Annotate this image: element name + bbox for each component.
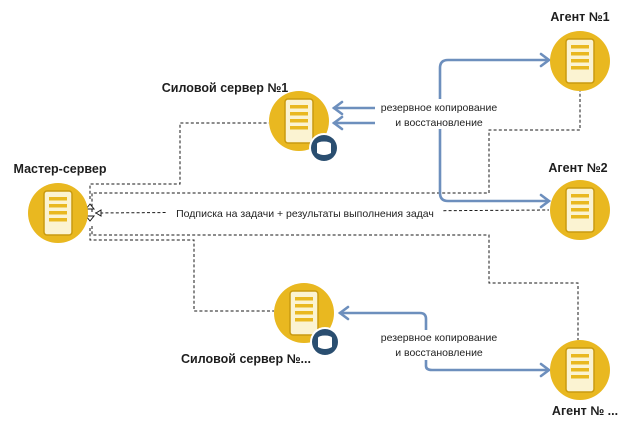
node-agent2: Агент №2 [548, 161, 610, 240]
server-icon [284, 98, 314, 144]
edge-master-power2 [89, 228, 274, 312]
database-icon [310, 327, 340, 357]
server-icon [289, 290, 319, 336]
flow-backup-bottom-head2 [539, 362, 552, 378]
flow-backup-top-head2 [331, 115, 344, 131]
label-bg-subscription [166, 206, 442, 220]
flow-backup-bottom-head1 [337, 305, 350, 321]
master-label: Мастер-сервер [14, 162, 107, 176]
server-icon [43, 190, 73, 236]
flow-backup-bottom-top [338, 311, 428, 332]
database-icon [309, 133, 339, 163]
node-master: Мастер-сервер [14, 162, 107, 243]
flow-agent1-head [539, 52, 552, 68]
label-bg-top [375, 99, 503, 129]
connector-arrowheads [84, 203, 102, 222]
backup-top-line1: резервное копирование [381, 102, 498, 114]
agent1-label: Агент №1 [550, 10, 609, 24]
label-bg-bottom [374, 330, 504, 360]
edge-master-agent3 [91, 226, 579, 340]
blue-flows [331, 52, 552, 378]
edge-master-agent1 [91, 90, 581, 212]
node-power2: Силовой сервер №... [181, 283, 340, 366]
power2-label: Силовой сервер №... [181, 352, 311, 366]
node-power1: Силовой сервер №1 [162, 81, 339, 163]
backup-bottom-line1: резервное копирование [381, 332, 498, 344]
agent3-label: Агент № ... [552, 404, 618, 418]
subscription-label: Подписка на задачи + результаты выполнен… [176, 208, 434, 220]
edge-master-power1 [89, 122, 269, 199]
flow-backup-top-head1 [331, 100, 344, 116]
edge-labels: резервное копирование и восстановление П… [166, 99, 504, 360]
arrowhead-subscription-left [95, 209, 102, 217]
arrowhead-down [84, 215, 96, 222]
flow-agent2-head [539, 193, 552, 209]
agent2-label: Агент №2 [548, 161, 607, 175]
arrowhead-up [84, 203, 96, 210]
flow-backup-bottom-bottom [424, 358, 550, 372]
power1-label: Силовой сервер №1 [162, 81, 288, 95]
server-icon [565, 187, 595, 233]
backup-bottom-line2: и восстановление [395, 347, 483, 359]
backup-top-line2: и восстановление [395, 117, 483, 129]
node-agent3: Агент № ... [550, 340, 618, 418]
flow-trunk-agents [438, 58, 550, 203]
server-icon [565, 38, 595, 84]
server-icon [565, 347, 595, 393]
node-agent1: Агент №1 [550, 10, 610, 91]
